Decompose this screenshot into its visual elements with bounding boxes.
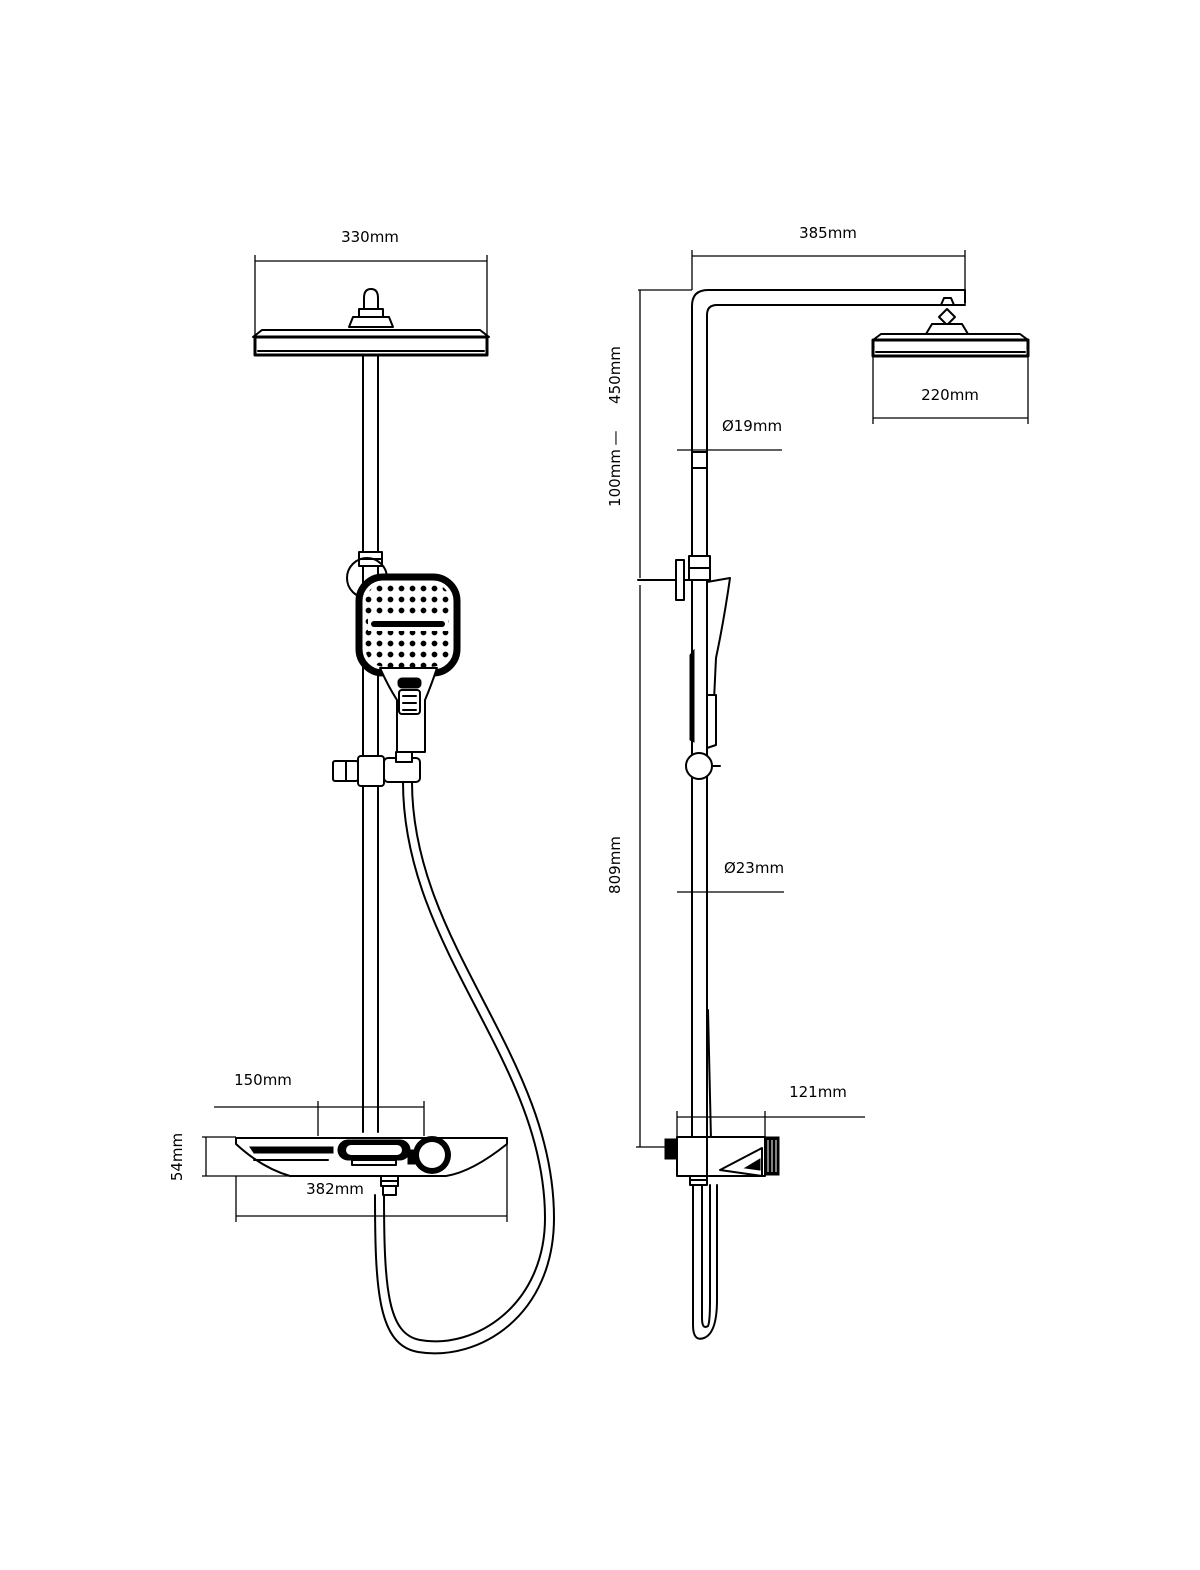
height-adjust-min-label: 100mm [606,449,624,507]
side-thermostat-valve [664,1136,780,1186]
front-view: 330mm [168,228,555,1355]
lower-height-dimension: 809mm [606,585,668,1148]
height-adjust-separator: — [606,431,624,446]
upper-pipe-diameter-label: Ø19mm [722,417,782,435]
shelf-height-dimension: 54mm [168,1133,290,1181]
front-riser-pipe [346,355,388,1133]
lower-pipe-diameter-label: Ø23mm [724,859,784,877]
side-riser-arm [691,289,966,1139]
shelf-segment-dimension: 150mm [214,1071,425,1136]
height-adjust-max-label: 450mm [606,346,624,404]
lower-pipe-diameter-dimension: Ø23mm [677,859,784,893]
valve-depth-dimension: 121mm [676,1083,865,1137]
shelf-width-dimension: 382mm [235,1144,508,1222]
side-view: 385mm 220mm Ø19mm [606,224,1030,1340]
lower-height-label: 809mm [606,836,624,894]
overhead-width-dimension: 330mm [254,228,488,352]
valve-depth-label: 121mm [789,1083,847,1101]
side-overhead-head [871,297,1030,358]
thermostatic-shelf [235,1136,508,1196]
side-wall-bracket [637,555,711,601]
overhead-shower-head [252,288,490,357]
upper-pipe-diameter-dimension: Ø19mm [677,417,782,451]
shower-hose [374,781,555,1355]
slide-bar-holder [332,751,421,787]
shelf-height-label: 54mm [168,1133,186,1181]
side-hose [692,1009,718,1340]
head-diameter-dimension: 220mm [872,356,1029,424]
overhead-width-label: 330mm [341,228,399,246]
height-adjust-dimension: 450mm — 100mm [606,289,692,578]
head-diameter-label: 220mm [921,386,979,404]
hand-shower [355,573,461,753]
side-hand-shower [685,577,731,780]
arm-reach-label: 385mm [799,224,857,242]
shelf-width-label: 382mm [306,1180,364,1198]
shelf-segment-label: 150mm [234,1071,292,1089]
